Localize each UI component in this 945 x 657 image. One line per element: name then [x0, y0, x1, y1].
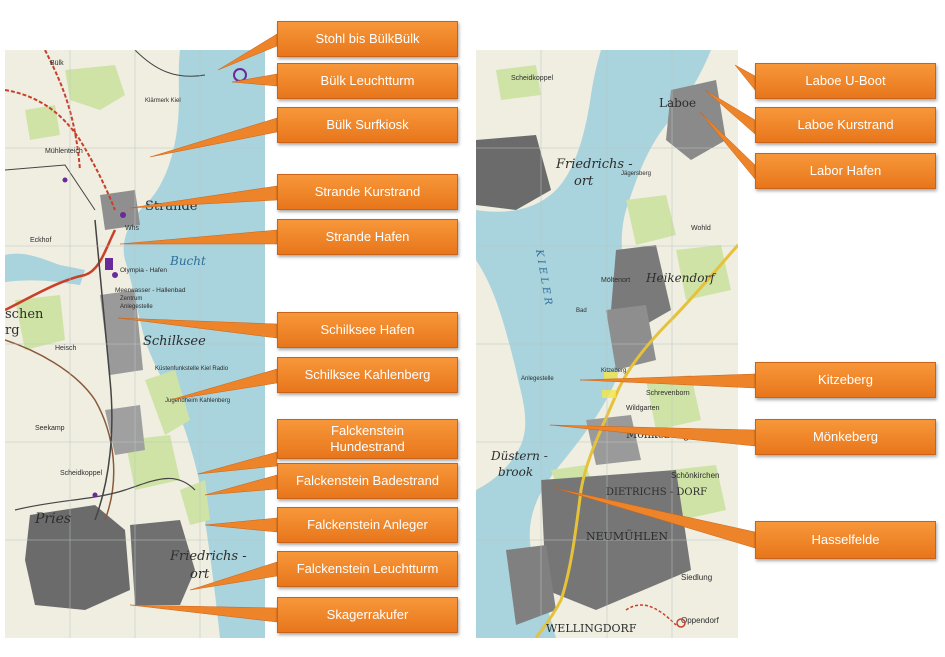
- callout-skagerrakufer[interactable]: Skagerrakufer: [277, 597, 458, 633]
- callout-schilksee-kahlenberg[interactable]: Schilksee Kahlenberg: [277, 357, 458, 393]
- label-eckhof: Eckhof: [30, 237, 51, 244]
- label-friedrichsort: Friedrichs -: [169, 549, 247, 564]
- label-friedrichsort-2: ort: [190, 567, 210, 582]
- label-heikendorf: Heikendorf: [645, 271, 717, 285]
- label-neumuehlen: NEUMÜHLEN: [586, 529, 668, 543]
- label-whs: Whs: [125, 225, 140, 232]
- label-jaegersberg: Jägersberg: [621, 171, 651, 177]
- label-friedrichsort-2: ort: [574, 174, 594, 189]
- label-heisch: Heisch: [55, 345, 77, 352]
- callout-strande-hafen[interactable]: Strande Hafen: [277, 219, 458, 255]
- callout-falckenstein-badestrand[interactable]: Falckenstein Badestrand: [277, 463, 458, 499]
- label-zentrum: Zentrum: [120, 296, 142, 302]
- label-siedlung: Siedlung: [681, 573, 712, 582]
- callout-kitzeberg[interactable]: Kitzeberg: [755, 362, 936, 398]
- label-schenkenberg-2: rg: [5, 323, 20, 338]
- label-schenkenberg: schen: [5, 307, 44, 322]
- left-map-image: Strande Bucht Schilksee Friedrichs - ort…: [5, 50, 265, 638]
- callout-labor-hafen[interactable]: Labor Hafen: [755, 153, 936, 189]
- callout-falckenstein-leuchtturm[interactable]: Falckenstein Leuchtturm: [277, 551, 458, 587]
- label-schilksee: Schilksee: [143, 334, 206, 349]
- label-muehlenteich: Mühlenteich: [45, 148, 83, 155]
- callout-laboe-kurstrand[interactable]: Laboe Kurstrand: [755, 107, 936, 143]
- label-duesternbrook-2: brook: [498, 465, 533, 479]
- label-wellingdorf: WELLINGDORF: [546, 622, 637, 635]
- label-pries: Pries: [34, 511, 71, 527]
- callout-schilksee-hafen[interactable]: Schilksee Hafen: [277, 312, 458, 348]
- label-olympia-hafen: Olympia - Hafen: [120, 267, 167, 274]
- label-bad: Bad: [576, 308, 587, 314]
- callout-buelk-leuchtturm[interactable]: Bülk Leuchtturm: [277, 63, 458, 99]
- label-friedrichsort: Friedrichs -: [555, 157, 633, 172]
- callout-strande-kurstrand[interactable]: Strande Kurstrand: [277, 174, 458, 210]
- label-anlegestelle: Anlegestelle: [521, 376, 554, 382]
- label-scheidkoppel: Scheidkoppel: [60, 470, 102, 477]
- label-oppendorf: Oppendorf: [681, 616, 720, 625]
- label-kitzeberg-small: Kitzeberg: [601, 368, 626, 374]
- label-schrevenborn: Schrevenborn: [646, 390, 690, 397]
- callout-hasselfelde[interactable]: Hasselfelde: [755, 521, 936, 559]
- callout-laboe-uboot[interactable]: Laboe U-Boot: [755, 63, 936, 99]
- label-scheidkoppel: Scheidkoppel: [511, 75, 553, 82]
- left-map-panel[interactable]: Strande Bucht Schilksee Friedrichs - ort…: [5, 50, 265, 638]
- right-map-panel[interactable]: Laboe Friedrichs - ort Heikendorf Mölten…: [476, 50, 738, 638]
- label-meerwasser: Meerwasser - Hallenbad: [115, 287, 186, 294]
- label-wildgarten: Wildgarten: [626, 405, 660, 412]
- callout-moenkeberg[interactable]: Mönkeberg: [755, 419, 936, 455]
- right-map-image: Laboe Friedrichs - ort Heikendorf Mölten…: [476, 50, 738, 638]
- label-buelk: Bülk: [50, 60, 64, 67]
- label-moenkeberg: Mönkeberg: [626, 428, 690, 441]
- label-jugendheim: Jugendheim Kahlenberg: [165, 398, 230, 404]
- label-schoenkirchen: Schönkirchen: [671, 471, 719, 480]
- callout-buelk-surfkiosk[interactable]: Bülk Surfkiosk: [277, 107, 458, 143]
- label-kuestenfunk: Küstenfunkstelle Kiel Radio: [155, 366, 229, 372]
- label-anlegestelle: Anlegestelle: [120, 304, 153, 310]
- callout-falckenstein-hundestrand[interactable]: Falckenstein Hundestrand: [277, 419, 458, 459]
- label-seekamp: Seekamp: [35, 425, 65, 432]
- label-strande: Strande: [145, 199, 198, 214]
- label-duesternbrook: Düstern -: [490, 449, 548, 463]
- callout-stohl[interactable]: Stohl bis BülkBülk: [277, 21, 458, 57]
- label-moeltenort: Möltenort: [601, 277, 630, 284]
- label-laboe: Laboe: [659, 96, 696, 110]
- label-klaermerk: Klärmerk Kiel: [145, 98, 181, 104]
- callout-falckenstein-anleger[interactable]: Falckenstein Anleger: [277, 507, 458, 543]
- label-dietrichsdorf: DIETRICHS - DORF: [606, 487, 707, 498]
- label-bucht: Bucht: [169, 254, 206, 268]
- label-wohld: Wohld: [691, 225, 711, 232]
